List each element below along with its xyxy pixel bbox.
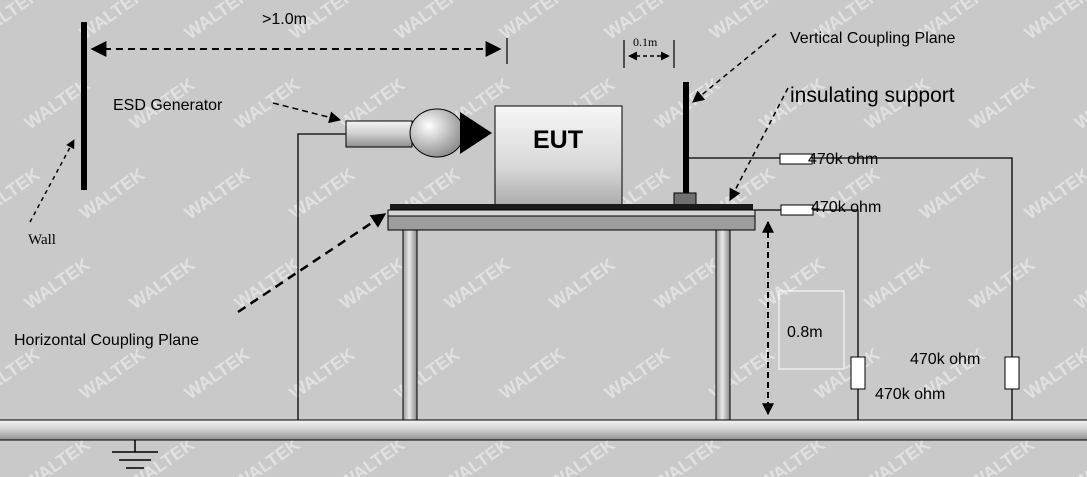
esd-generator-ground-cable xyxy=(297,133,346,423)
esd-generator-body xyxy=(409,108,465,158)
watermark-text: WALTEK xyxy=(496,344,569,403)
watermark-text: WALTEK xyxy=(651,254,724,313)
watermark-text: WALTEK xyxy=(966,74,1039,133)
esd-generator-handle xyxy=(345,120,413,148)
watermark-text: WALTEK xyxy=(1021,164,1087,223)
watermark-text: WALTEK xyxy=(181,344,254,403)
watermark-text: WALTEK xyxy=(126,434,199,477)
watermark-text: WALTEK xyxy=(391,0,464,43)
watermark-text: WALTEK xyxy=(861,254,934,313)
watermark-text: WALTEK xyxy=(76,344,149,403)
insulating-support-label: insulating support xyxy=(790,84,955,107)
watermark-text: WALTEK xyxy=(231,74,304,133)
watermark-text: WALTEK xyxy=(0,164,43,223)
table-leg-left xyxy=(402,229,418,423)
watermark-text: WALTEK xyxy=(181,0,254,43)
eut-box xyxy=(494,105,623,209)
left-vertical-resistor xyxy=(850,356,866,390)
watermark-text: WALTEK xyxy=(1071,74,1087,133)
esd-generator-label: ESD Generator xyxy=(113,97,223,114)
watermark-text: WALTEK xyxy=(756,434,829,477)
watermark-text: WALTEK xyxy=(546,434,619,477)
eut-label: EUT xyxy=(533,126,583,154)
distance-wall-label: >1.0m xyxy=(262,11,307,28)
watermark-text: WALTEK xyxy=(286,164,359,223)
watermark-text: WALTEK xyxy=(21,254,94,313)
right-vertical-resistor xyxy=(1004,356,1020,390)
watermark-text: WALTEK xyxy=(966,434,1039,477)
wall-label: Wall xyxy=(28,232,56,248)
esd-generator-arrow xyxy=(272,102,342,124)
esd-generator-tip xyxy=(460,112,492,154)
right-vertical-resistor-label: 470k ohm xyxy=(910,351,980,368)
table-leg-right xyxy=(715,229,731,423)
height-label: 0.8m xyxy=(787,324,823,341)
watermark-text: WALTEK xyxy=(1071,434,1087,477)
watermark-text: WALTEK xyxy=(286,344,359,403)
watermark-text: WALTEK xyxy=(441,254,514,313)
vertical-coupling-plane xyxy=(683,82,689,194)
wall xyxy=(81,22,87,190)
hcp-resistor-label: 470k ohm xyxy=(811,199,881,216)
earth-ground-icon xyxy=(112,440,158,469)
watermark-text: WALTEK xyxy=(1071,254,1087,313)
watermark-text: WALTEK xyxy=(916,164,989,223)
watermark-text: WALTEK xyxy=(0,344,43,403)
distance-vcp-label: 0.1m xyxy=(633,35,658,49)
insulating-support-arrow xyxy=(729,87,789,202)
watermark-text: WALTEK xyxy=(231,254,304,313)
vertical-plane-label: Vertical Coupling Plane xyxy=(790,30,956,47)
vcp-resistor xyxy=(779,153,813,165)
watermark-text: WALTEK xyxy=(0,0,43,43)
ground-reference-plane xyxy=(0,419,1087,441)
height-label-box xyxy=(778,290,845,370)
table-top xyxy=(387,215,756,231)
watermark-text: WALTEK xyxy=(391,344,464,403)
watermark-text: WALTEK xyxy=(1021,0,1087,43)
watermark-text: WALTEK xyxy=(21,434,94,477)
watermark-text: WALTEK xyxy=(126,254,199,313)
horizontal-coupling-plane xyxy=(387,209,756,217)
watermark-text: WALTEK xyxy=(1021,344,1087,403)
watermark-text: WALTEK xyxy=(441,434,514,477)
watermark-text: WALTEK xyxy=(546,254,619,313)
watermark-text: WALTEK xyxy=(861,434,934,477)
watermark-text: WALTEK xyxy=(706,0,779,43)
horizontal-plane-label: Horizontal Coupling Plane xyxy=(14,332,199,349)
watermark-text: WALTEK xyxy=(966,254,1039,313)
insulating-sheet xyxy=(390,204,753,210)
watermark-text: WALTEK xyxy=(811,344,884,403)
watermark-text: WALTEK xyxy=(231,434,304,477)
watermark-text: WALTEK xyxy=(336,434,409,477)
hcp-resistor xyxy=(780,204,814,216)
watermark-text: WALTEK xyxy=(756,254,829,313)
left-vertical-resistor-label: 470k ohm xyxy=(875,386,945,403)
vcp-resistor-label: 470k ohm xyxy=(808,151,878,168)
watermark-text: WALTEK xyxy=(651,434,724,477)
watermark-text: WALTEK xyxy=(496,0,569,43)
watermark-text: WALTEK xyxy=(336,254,409,313)
vertical-plane-arrow xyxy=(692,33,777,103)
watermark-text: WALTEK xyxy=(601,344,674,403)
watermark-text: WALTEK xyxy=(181,164,254,223)
